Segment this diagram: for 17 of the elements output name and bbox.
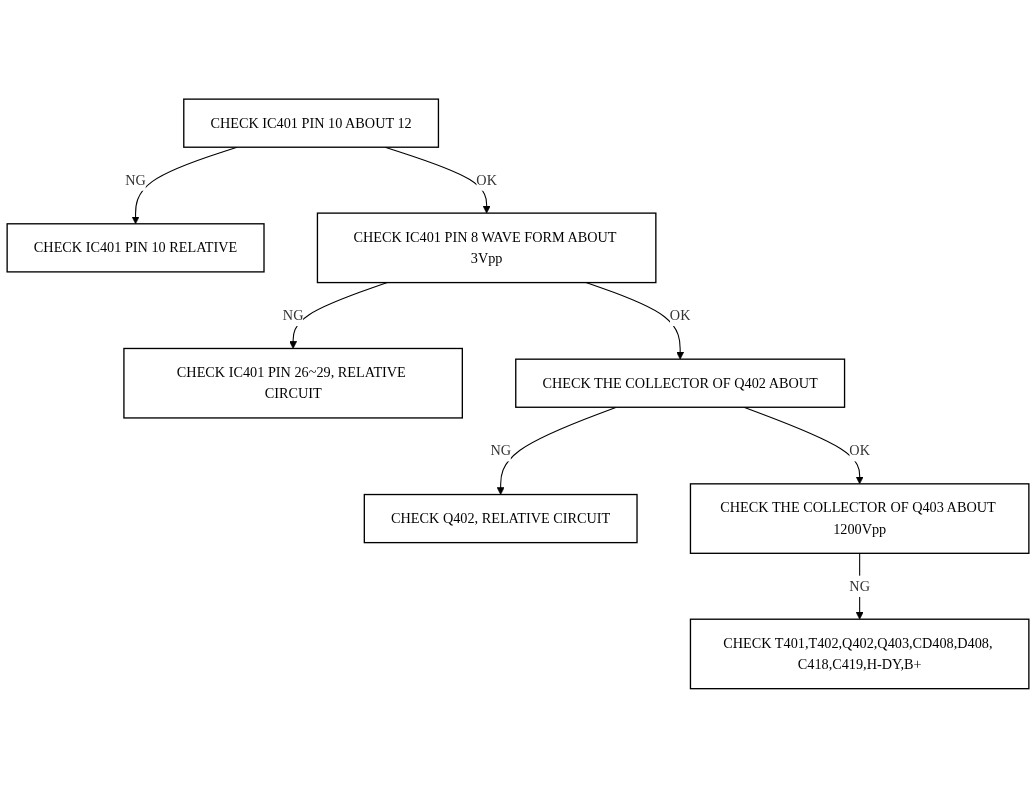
edge-label: NG — [282, 307, 304, 323]
node-box: CHECK THE COLLECTOR OF Q402 ABOUT — [515, 358, 846, 409]
arrow — [855, 552, 864, 620]
edge-label: OK — [849, 442, 870, 459]
node-box: CHECK THE COLLECTOR OF Q403 ABOUT 1200Vpp — [689, 483, 1030, 555]
node-box: CHECK T401,T402,Q402,Q403,CD408,D408, C418,C419,H-DY,B+ — [689, 618, 1030, 690]
edge-label: NG — [490, 442, 511, 459]
edge-label: NG — [849, 578, 870, 594]
edge-label: OK — [476, 172, 497, 188]
node-box: CHECK IC401 PIN 10 ABOUT 12 — [183, 98, 440, 148]
arrow — [289, 282, 388, 349]
edge-label: OK — [669, 307, 691, 323]
node-box: CHECK IC401 PIN 10 RELATIVE — [6, 223, 265, 273]
node-box: CHECK Q402, RELATIVE CIRCUIT — [363, 493, 638, 544]
node-box: CHECK IC401 PIN 8 WAVE FORM ABOUT 3Vpp — [316, 212, 657, 284]
node-box: CHECK IC401 PIN 26~29, RELATIVE CIRCUIT — [123, 347, 463, 419]
edge-label: NG — [125, 172, 146, 188]
